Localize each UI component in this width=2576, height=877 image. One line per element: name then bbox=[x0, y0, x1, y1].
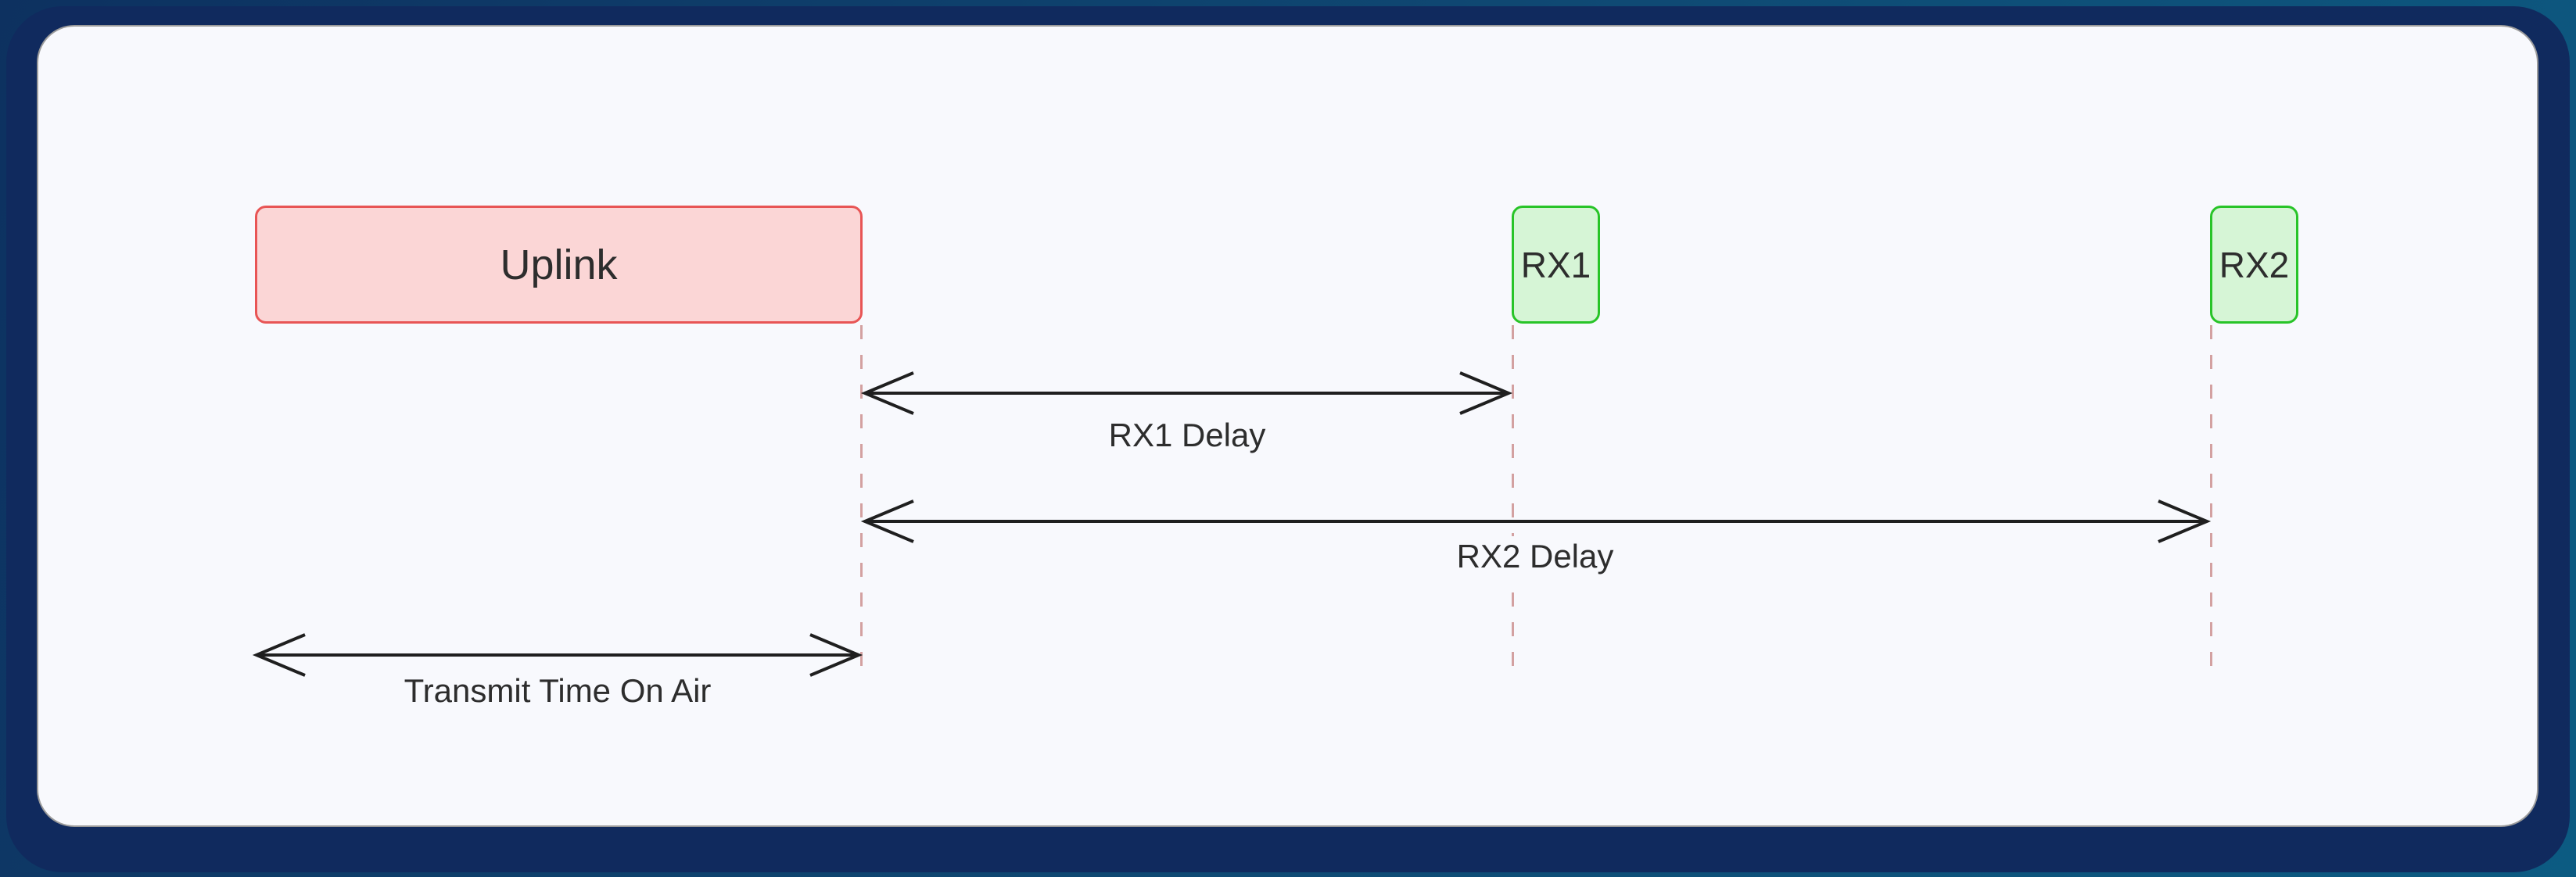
time-on-air-arrow bbox=[252, 633, 863, 677]
rx1-node: RX1 bbox=[1512, 206, 1600, 324]
rx2-label: RX2 bbox=[2219, 244, 2290, 285]
uplink-label: Uplink bbox=[500, 241, 618, 288]
time-on-air-label: Transmit Time On Air bbox=[396, 671, 719, 711]
rx1-label: RX1 bbox=[1520, 244, 1591, 285]
uplink-node: Uplink bbox=[255, 206, 863, 324]
rx1-delay-label: RX1 Delay bbox=[1100, 415, 1274, 456]
rx2-delay-label: RX2 Delay bbox=[1448, 536, 1622, 577]
rx2-delay-arrow bbox=[860, 499, 2212, 543]
rx2-node: RX2 bbox=[2210, 206, 2298, 324]
rx1-delay-arrow bbox=[860, 371, 1513, 415]
